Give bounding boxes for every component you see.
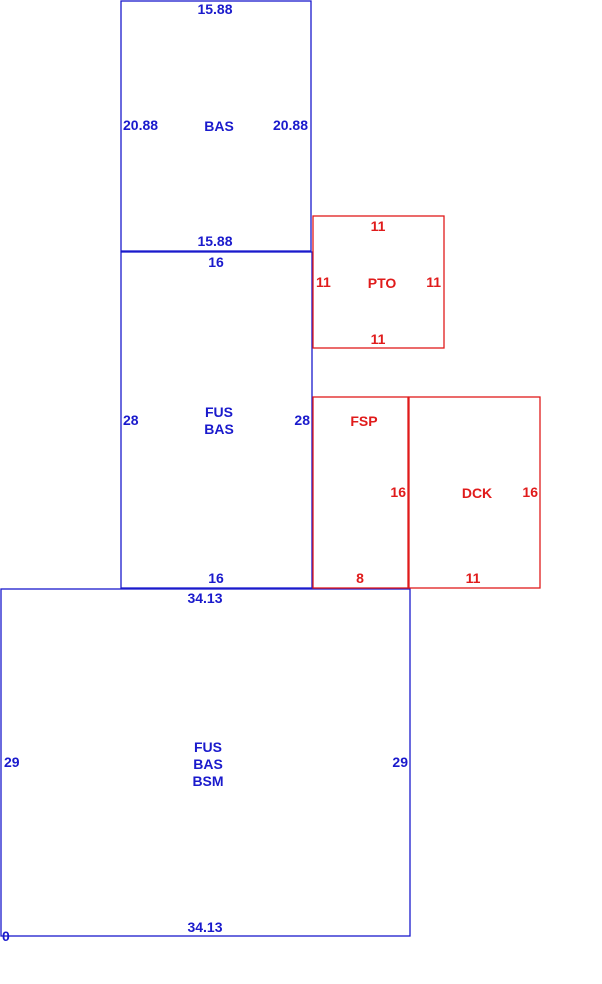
- dim-left: 29: [4, 754, 20, 770]
- origin-label: 0: [2, 928, 10, 944]
- area-fus-bas-bsm: FUS BAS BSM 34.13 34.13 29 29: [0, 588, 411, 937]
- dim-left: 11: [316, 274, 331, 290]
- dim-right: 20.88: [273, 117, 308, 133]
- dim-left: 28: [123, 412, 139, 428]
- area-label: BAS: [193, 756, 223, 772]
- area-outline: [120, 251, 313, 589]
- area-label: DCK: [462, 485, 492, 501]
- dim-bottom: 11: [371, 331, 386, 347]
- dim-bottom: 15.88: [197, 233, 232, 249]
- area-fsp: FSP 8 16: [312, 396, 409, 589]
- dim-right: 16: [522, 484, 538, 500]
- area-label: FSP: [350, 413, 377, 429]
- area-label: BAS: [204, 421, 234, 437]
- dim-left: 20.88: [123, 117, 158, 133]
- area-outline: [0, 588, 411, 937]
- area-bas-top: BAS 15.88 15.88 20.88 20.88: [120, 0, 312, 252]
- area-pto: PTO 11 11 11 11: [312, 215, 445, 349]
- area-label: PTO: [368, 275, 397, 291]
- dim-right: 11: [426, 274, 441, 290]
- dim-top: 15.88: [197, 1, 232, 17]
- area-label: BAS: [204, 118, 234, 134]
- area-outline: [408, 396, 541, 589]
- area-outline: [312, 396, 409, 589]
- dim-top: 11: [371, 218, 386, 234]
- dim-bottom: 16: [208, 570, 224, 586]
- area-label: FUS: [194, 739, 222, 755]
- dim-bottom: 34.13: [187, 919, 222, 935]
- area-outline: [120, 0, 312, 252]
- area-label: FUS: [205, 404, 233, 420]
- dim-bottom: 8: [356, 570, 364, 586]
- dim-top: 16: [208, 254, 224, 270]
- area-fus-bas: FUS BAS 16 16 28 28: [120, 251, 313, 589]
- dim-right: 28: [294, 412, 310, 428]
- dim-right: 16: [390, 484, 406, 500]
- area-dck: DCK 11 16: [408, 396, 541, 589]
- area-outline: [312, 215, 445, 349]
- area-label: BSM: [192, 773, 223, 789]
- dim-top: 34.13: [187, 590, 222, 606]
- dim-bottom: 11: [466, 570, 481, 586]
- dim-right: 29: [392, 754, 408, 770]
